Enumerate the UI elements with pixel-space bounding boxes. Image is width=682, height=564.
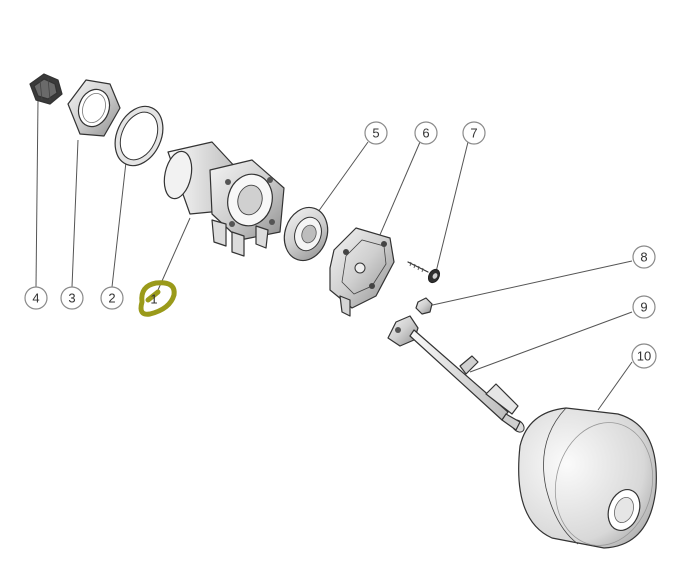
callout-7: 7 bbox=[462, 121, 486, 145]
callout-1: 1 bbox=[150, 292, 157, 307]
callout-4-label: 4 bbox=[32, 291, 39, 306]
part-10-float bbox=[518, 407, 657, 549]
callout-3: 3 bbox=[60, 286, 84, 310]
callout-8: 8 bbox=[632, 245, 656, 269]
leader-line-5 bbox=[317, 141, 369, 213]
callout-6-label: 6 bbox=[422, 126, 429, 141]
leader-lines bbox=[35, 99, 633, 411]
leader-line-1 bbox=[157, 217, 191, 291]
callout-3-label: 3 bbox=[68, 291, 75, 306]
leader-line-2 bbox=[111, 161, 127, 288]
leader-line-3 bbox=[71, 139, 79, 288]
callout-6: 6 bbox=[414, 121, 438, 145]
callout-9-label: 9 bbox=[640, 300, 647, 315]
part-6-cover bbox=[329, 227, 395, 317]
highlight-marker-loop bbox=[138, 280, 177, 317]
leader-line-7 bbox=[435, 141, 469, 273]
part-3-hex-nut bbox=[67, 79, 121, 137]
leader-line-8 bbox=[427, 260, 633, 307]
callout-10-label: 10 bbox=[637, 349, 651, 364]
callout-5-label: 5 bbox=[372, 126, 379, 141]
leader-line-9 bbox=[469, 311, 633, 373]
callout-1-label: 1 bbox=[150, 292, 157, 307]
part-7-screw bbox=[407, 261, 441, 284]
callout-10: 10 bbox=[631, 343, 657, 369]
part-9-float-arm bbox=[387, 315, 525, 433]
callout-2-label: 2 bbox=[108, 291, 115, 306]
leader-line-4 bbox=[35, 99, 39, 288]
callout-7-label: 7 bbox=[470, 126, 477, 141]
callout-8-label: 8 bbox=[640, 250, 647, 265]
part-8-cap bbox=[415, 297, 433, 315]
leader-line-10 bbox=[597, 361, 633, 411]
callout-5: 5 bbox=[364, 121, 388, 145]
part-4-small-nut bbox=[29, 73, 63, 105]
callout-2: 2 bbox=[100, 286, 124, 310]
part-5-diaphragm bbox=[283, 206, 329, 262]
part-1-valve-body bbox=[163, 141, 285, 257]
callout-4: 4 bbox=[24, 286, 48, 310]
callout-9: 9 bbox=[632, 295, 656, 319]
part-2-washer bbox=[114, 105, 164, 167]
